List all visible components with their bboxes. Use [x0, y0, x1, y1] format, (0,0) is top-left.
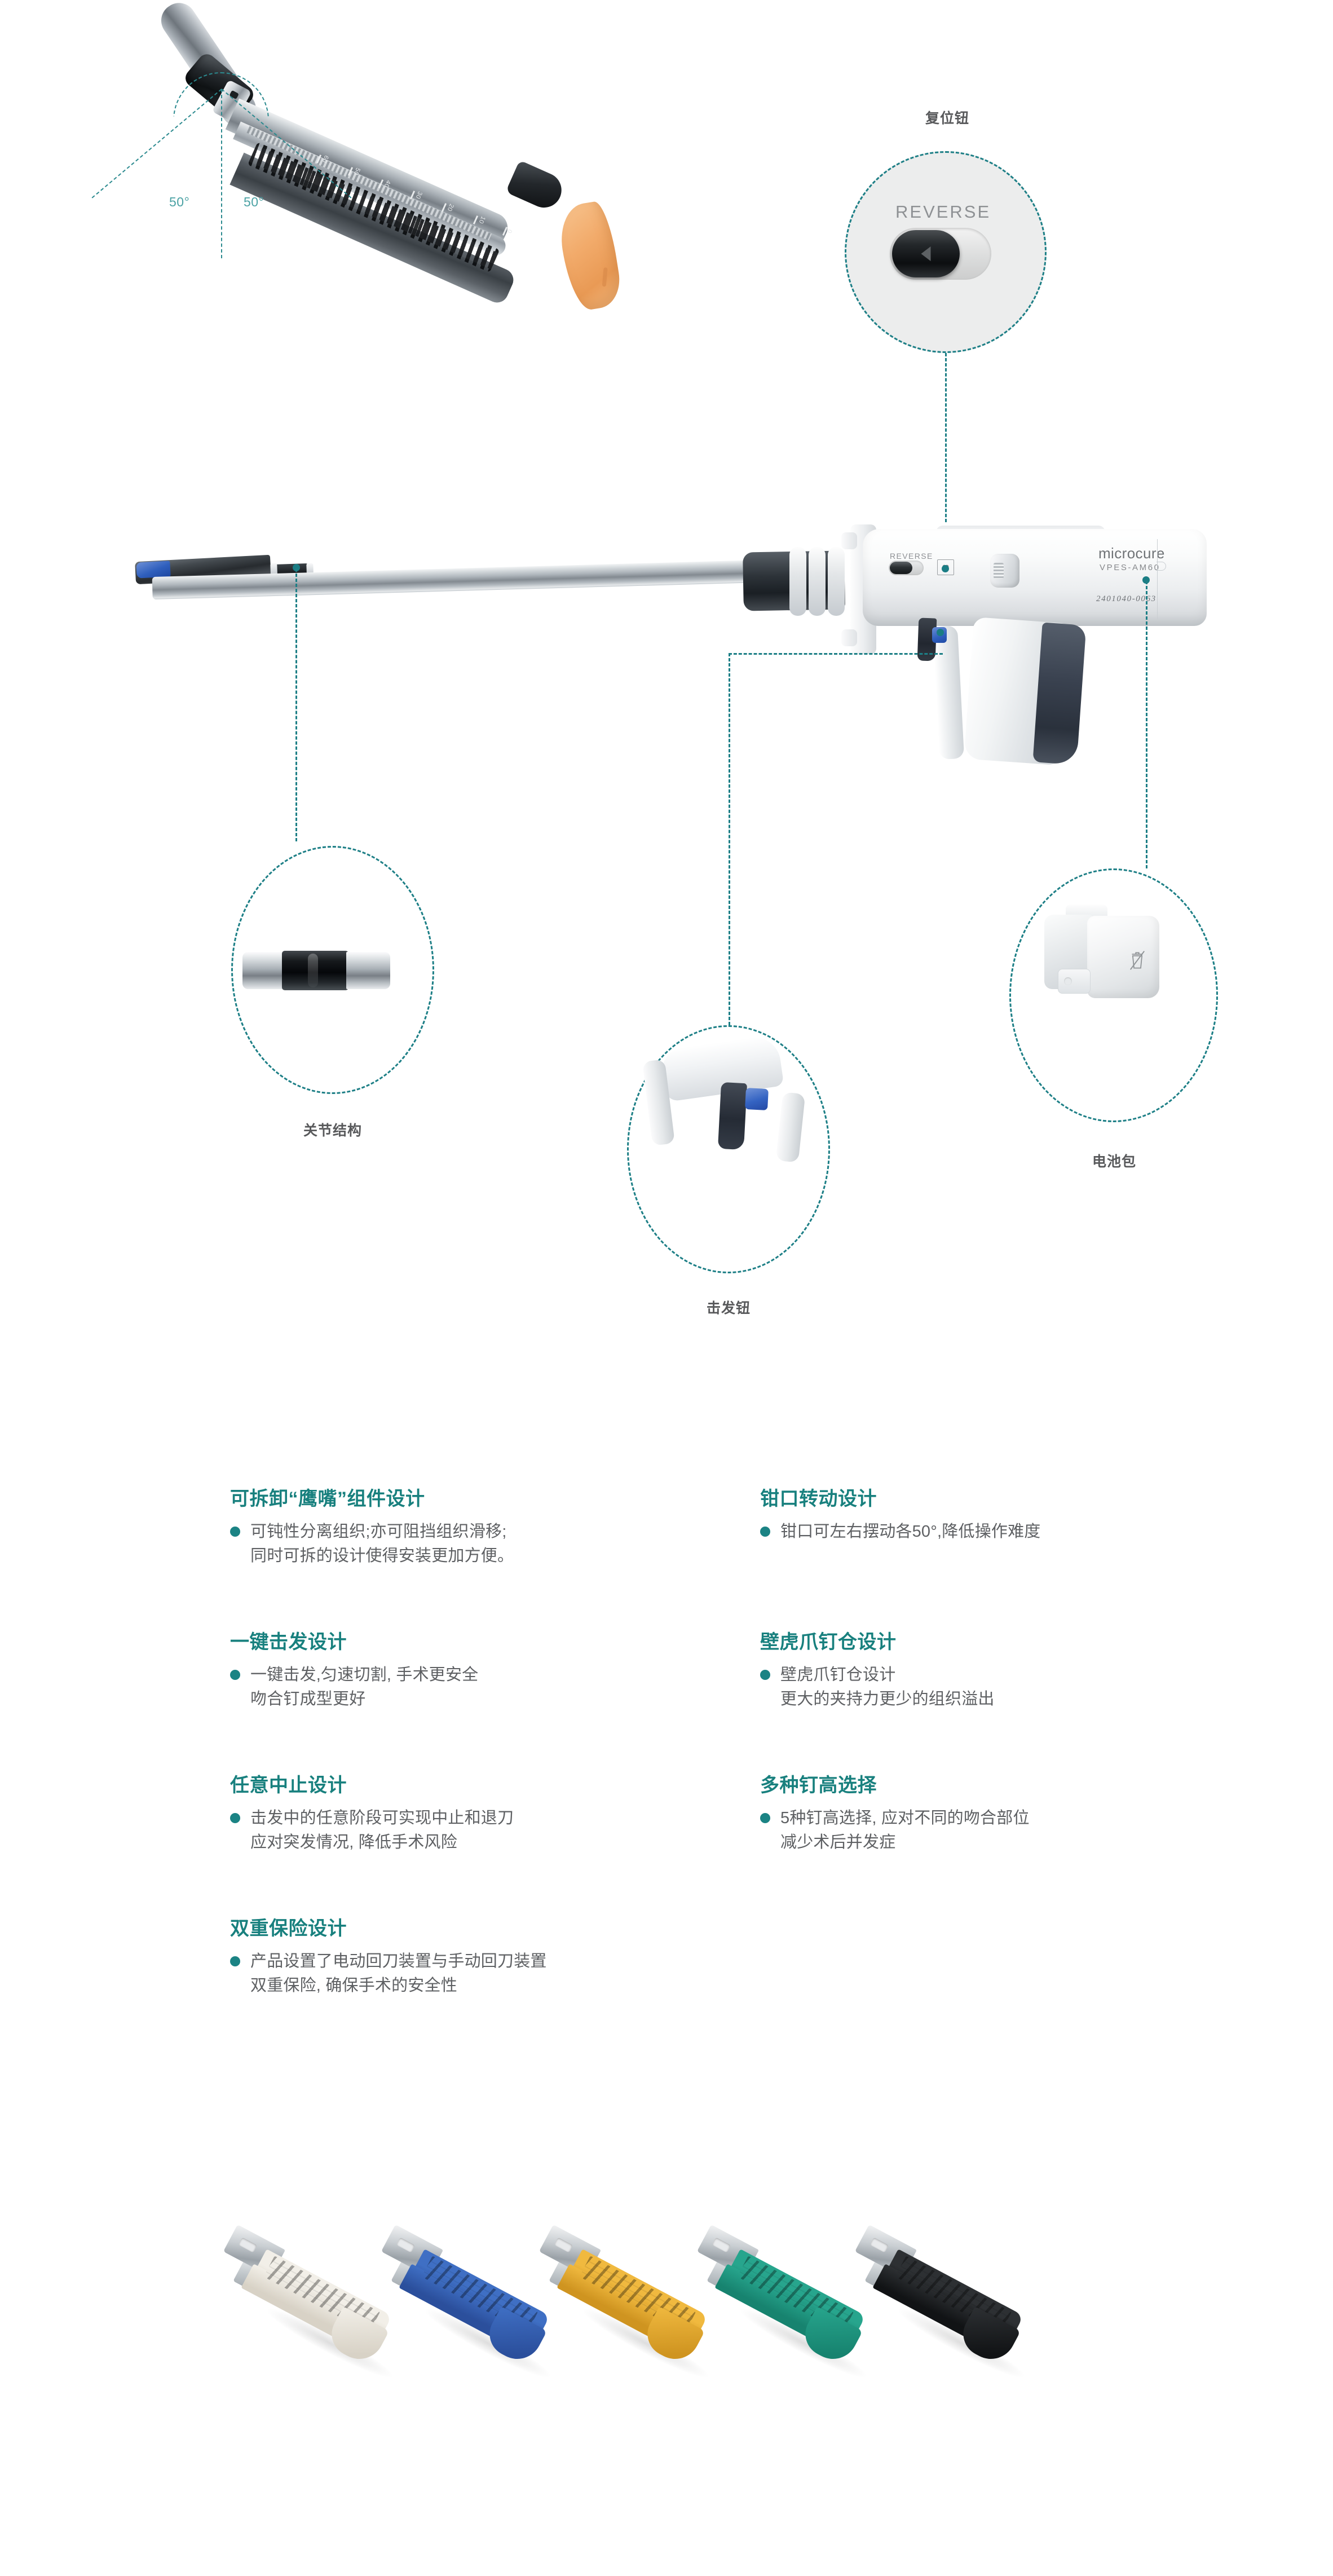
device-body-graphic: [863, 529, 1207, 626]
feature-block-detachable-beak: 可拆卸“鹰嘴”组件设计 可钝性分离组织;亦可阻挡组织滑移; 同时可拆的设计使得安…: [230, 1488, 514, 1568]
articulating-jaw-illustration: 60 50 40 30 20 10 0 50° 50°: [0, 0, 705, 395]
leader-line-battery-pack: [1146, 581, 1147, 868]
feature-description: 产品设置了电动回刀装置与手动回刀装置 双重保险, 确保手术的安全性: [250, 1952, 547, 1995]
feature-title: 壁虎爪钉仓设计: [760, 1631, 897, 1653]
callout-circle-joint-structure: [231, 846, 434, 1094]
bullet-dot-icon: [230, 1813, 240, 1824]
joint-flex-section-graphic: [282, 951, 348, 990]
collar-fins-graphic: [789, 547, 857, 616]
joint-segment-right-graphic: [346, 952, 390, 989]
reverse-text-label: REVERSE: [895, 202, 991, 222]
feature-title: 双重保险设计: [230, 1918, 347, 1939]
feature-block-dual-safety: 双重保险设计 产品设置了电动回刀装置与手动回刀装置 双重保险, 确保手术的安全性: [230, 1918, 547, 1998]
joint-segment-left-graphic: [242, 952, 286, 989]
feature-title: 一键击发设计: [230, 1631, 347, 1653]
feature-title: 多种钉高选择: [760, 1775, 877, 1796]
manual-lever-graphic: [932, 625, 965, 760]
callout-circle-reset-button: [845, 151, 1047, 353]
black-cartridge: [854, 2224, 1038, 2419]
angle-center-line: [221, 89, 222, 258]
staple-cartridge-lineup: [0, 2216, 1333, 2532]
battery-release-clip-graphic[interactable]: [1058, 969, 1091, 994]
tissue-model-graphic: [555, 199, 624, 313]
callout-label-joint-structure: 关节结构: [303, 1123, 362, 1139]
feature-title: 任意中止设计: [230, 1775, 347, 1796]
device-reverse-label: REVERSE: [890, 552, 933, 561]
feature-block-one-touch-firing: 一键击发设计 一键击发,匀速切割, 手术更安全 吻合钉成型更好: [230, 1631, 479, 1712]
leader-dot-joint: [293, 564, 300, 571]
leader-dot-reset-button: [942, 565, 949, 572]
feature-description: 一键击发,匀速切割, 手术更安全 吻合钉成型更好: [250, 1666, 479, 1709]
leader-dot-battery: [1142, 576, 1150, 584]
grip-rubber-graphic: [1032, 622, 1087, 765]
feature-block-abort-anytime: 任意中止设计 击发中的任意阶段可实现中止和退刀 应对突发情况, 降低手术风险: [230, 1775, 514, 1855]
feature-description: 5种钉高选择, 应对不同的吻合部位 减少术后并发症: [780, 1809, 1030, 1852]
weee-crossed-bin-icon: [1128, 950, 1147, 971]
scale-number-0: 0: [505, 228, 514, 235]
rotation-knob[interactable]: [990, 554, 1019, 588]
leader-line-firing-button: [729, 653, 730, 1025]
reverse-toggle-knob[interactable]: [892, 230, 960, 277]
feature-title: 钳口转动设计: [760, 1488, 877, 1510]
bullet-dot-icon: [230, 1527, 240, 1537]
callout-circle-battery-pack: [1009, 868, 1218, 1122]
model-number: VPES-AM60: [1100, 563, 1160, 572]
feature-description: 击发中的任意阶段可实现中止和退刀 应对突发情况, 降低手术风险: [250, 1809, 514, 1852]
bullet-dot-icon: [760, 1527, 770, 1537]
feature-title: 可拆卸“鹰嘴”组件设计: [230, 1488, 425, 1510]
stapler-device-illustration: REVERSE microcure VPES-AM60 2401040-0063: [0, 485, 1333, 846]
feature-description: 钳口可左右摆动各50°,降低操作难度: [780, 1523, 1041, 1541]
jaw-tip-cap-graphic: [505, 160, 567, 214]
angle-label-right: 50°: [244, 195, 264, 209]
battery-front-graphic: [1087, 916, 1159, 998]
features-section: 可拆卸“鹰嘴”组件设计 可钝性分离组织;亦可阻挡组织滑移; 同时可拆的设计使得安…: [0, 1488, 1333, 2064]
bullet-dot-icon: [760, 1670, 770, 1680]
brand-wordmark: microcure: [1098, 545, 1165, 562]
reverse-toggle-switch[interactable]: [890, 228, 991, 280]
serial-number: 2401040-0063: [1096, 594, 1157, 603]
jaw-tip-blue-graphic: [136, 561, 171, 579]
leader-dot-firing-button: [937, 629, 944, 636]
leader-line-joint-structure: [295, 568, 297, 841]
leader-line-reset-button: [945, 353, 947, 522]
device-reverse-switch[interactable]: [889, 561, 924, 575]
leader-horizontal-firing-button: [729, 653, 943, 655]
feature-description: 可钝性分离组织;亦可阻挡组织滑移; 同时可拆的设计使得安装更加方便。: [250, 1523, 514, 1565]
trigger-body-graphic: [717, 1082, 748, 1150]
feature-block-gecko-claw-cartridge: 壁虎爪钉仓设计 壁虎爪钉仓设计 更大的夹持力更少的组织溢出: [760, 1631, 995, 1712]
angle-label-left: 50°: [169, 195, 190, 209]
feature-description: 壁虎爪钉仓设计 更大的夹持力更少的组织溢出: [780, 1666, 995, 1709]
callout-label-firing-button: 击发钮: [706, 1300, 751, 1316]
trigger-blue-button-graphic[interactable]: [745, 1087, 769, 1111]
bullet-dot-icon: [230, 1670, 240, 1680]
callout-circle-firing-button: [627, 1025, 830, 1273]
callout-label-reset-button: 复位钮: [925, 111, 969, 126]
bullet-dot-icon: [230, 1956, 240, 1967]
battery-seam-graphic: [1157, 539, 1207, 619]
feature-block-staple-height-options: 多种钉高选择 5种钉高选择, 应对不同的吻合部位 减少术后并发症: [760, 1775, 1030, 1855]
callout-label-battery-pack: 电池包: [1092, 1154, 1136, 1170]
feature-block-jaw-rotation: 钳口转动设计 钳口可左右摆动各50°,降低操作难度: [760, 1488, 1041, 1544]
bullet-dot-icon: [760, 1813, 770, 1824]
